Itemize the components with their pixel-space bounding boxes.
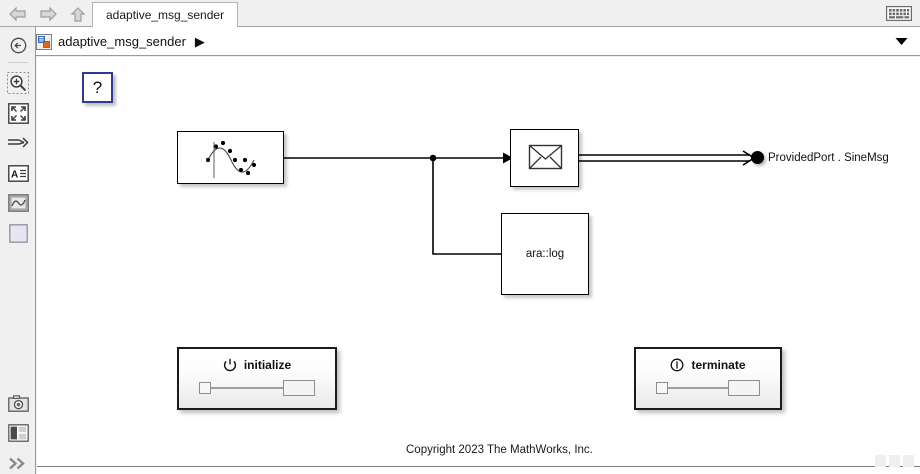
signal-wires: [284, 150, 756, 260]
status-cell: [875, 455, 886, 467]
terminate-slider-track: [666, 387, 728, 389]
blank-area-icon[interactable]: [0, 220, 36, 246]
keyboard-icon[interactable]: [882, 2, 916, 24]
forward-arrow-icon[interactable]: [34, 1, 62, 26]
back-arrow-icon[interactable]: [4, 1, 32, 26]
fit-to-view-icon[interactable]: [0, 100, 36, 126]
ara-log-label: ara::log: [525, 248, 565, 260]
ara-log-block[interactable]: ara::log: [501, 213, 589, 295]
scope-viewer-icon[interactable]: [0, 190, 36, 216]
breadcrumb[interactable]: adaptive_msg_sender ▶: [36, 27, 205, 56]
terminate-label: terminate: [691, 358, 746, 372]
model-tab-label: adaptive_msg_sender: [106, 8, 225, 22]
model-tab[interactable]: adaptive_msg_sender: [92, 2, 239, 27]
initialize-label: initialize: [243, 358, 292, 372]
zoom-in-icon[interactable]: [0, 70, 36, 96]
provided-port-label: ProvidedPort . SineMsg: [768, 152, 889, 164]
sine-wave-block[interactable]: [177, 131, 284, 184]
stop-circle-icon: [670, 358, 684, 372]
provided-port-marker[interactable]: [751, 151, 764, 164]
model-canvas[interactable]: ?: [37, 57, 920, 474]
layout-icon[interactable]: [0, 420, 36, 446]
tool-rail: A: [0, 27, 36, 474]
initialize-header: initialize: [179, 358, 335, 372]
status-cell: [903, 455, 914, 467]
status-cell: [889, 455, 900, 467]
terminate-slider[interactable]: [656, 380, 760, 396]
status-bar: [37, 455, 920, 474]
power-button-icon: [223, 358, 237, 372]
breadcrumb-separator-icon: ▶: [194, 33, 205, 49]
terminate-dashboard-block[interactable]: terminate: [634, 347, 782, 410]
signal-routing-icon[interactable]: [0, 130, 36, 156]
initialize-slider[interactable]: [199, 380, 315, 396]
help-annotation-label: ?: [92, 77, 103, 97]
navigation-buttons: [4, 1, 92, 26]
initialize-slider-track: [209, 387, 283, 389]
initialize-dashboard-block[interactable]: initialize: [177, 347, 337, 410]
help-annotation-block[interactable]: ?: [82, 72, 113, 103]
breadcrumb-label: adaptive_msg_sender: [58, 34, 186, 49]
back-to-parent-icon[interactable]: [0, 32, 36, 58]
chevron-down-icon[interactable]: [895, 27, 908, 56]
terminate-slider-handle-right[interactable]: [728, 380, 760, 396]
initialize-slider-handle-left[interactable]: [199, 382, 211, 394]
camera-icon[interactable]: [0, 390, 36, 416]
simulink-model-icon: [36, 33, 52, 50]
envelope-message-icon: [511, 130, 578, 188]
up-arrow-icon[interactable]: [64, 1, 92, 26]
window-tab-bar: adaptive_msg_sender: [0, 0, 920, 27]
svg-text:A: A: [11, 169, 18, 180]
terminate-slider-handle-left[interactable]: [656, 382, 668, 394]
message-send-block[interactable]: [510, 129, 579, 187]
breadcrumb-bar: adaptive_msg_sender ▶: [0, 27, 920, 56]
status-indicator-cells: [875, 455, 914, 467]
terminate-header: terminate: [636, 358, 780, 372]
copyright-text: Copyright 2023 The MathWorks, Inc.: [406, 444, 593, 456]
initialize-slider-handle-right[interactable]: [283, 380, 315, 396]
annotation-icon[interactable]: A: [0, 160, 36, 186]
rail-divider: [8, 62, 28, 63]
expand-chevrons-icon[interactable]: [0, 450, 36, 474]
sine-wave-icon: [178, 132, 283, 185]
